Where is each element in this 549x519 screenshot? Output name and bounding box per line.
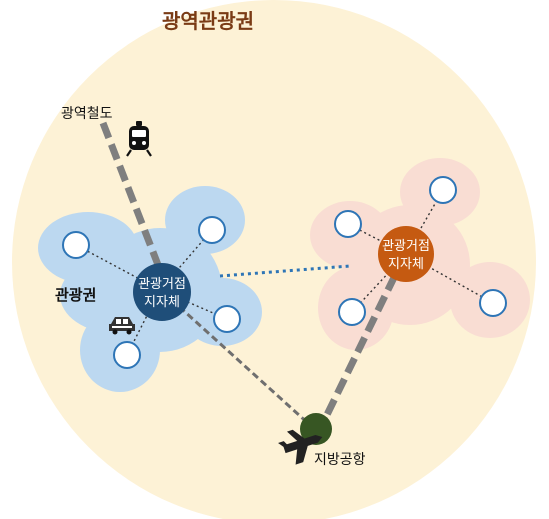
left-node: [62, 231, 90, 259]
airport-right-line: [318, 253, 409, 427]
railway-label: 광역철도: [61, 106, 113, 122]
right-hub: [378, 226, 434, 282]
right-node: [479, 289, 507, 317]
tourism-zone-label: 관광권: [55, 286, 96, 304]
right-node: [338, 298, 366, 326]
car-icon: [109, 317, 135, 335]
railway-line: [99, 121, 164, 272]
right-hub-line2: 지자체: [388, 257, 424, 272]
train-icon: [126, 121, 152, 157]
left-hub-line2: 지자체: [144, 295, 180, 310]
right-node: [429, 176, 457, 204]
hub-link-line: [219, 264, 351, 278]
left-node: [213, 305, 241, 333]
left-node: [198, 216, 226, 244]
left-hub-line1: 관광거점: [138, 277, 186, 292]
right-node: [334, 210, 362, 238]
airport-node: [300, 413, 332, 445]
airplane-icon: [278, 429, 323, 465]
airport-left-line: [161, 290, 312, 427]
airport-label: 지방공항: [314, 452, 366, 468]
right-satellite-nodes: [334, 176, 507, 326]
right-hub-line1: 관광거점: [382, 239, 430, 254]
left-satellite-nodes: [62, 216, 241, 369]
diagram-title: 광역관광권: [162, 9, 254, 33]
left-node: [113, 341, 141, 369]
left-hub: [133, 263, 191, 321]
